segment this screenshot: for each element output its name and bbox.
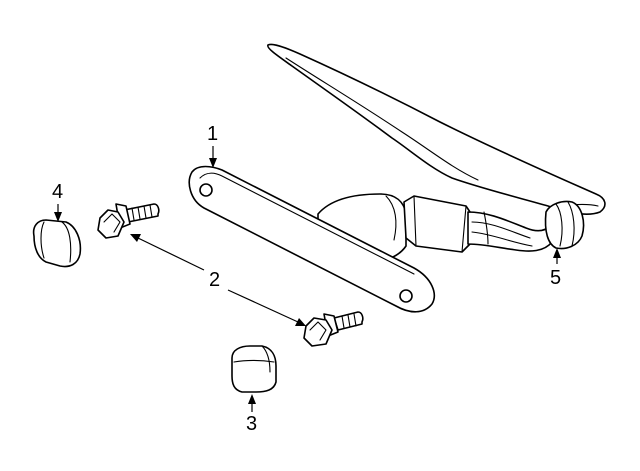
leader-4 [54, 204, 62, 222]
callout-4: 4 [52, 181, 63, 203]
cap-4 [32, 219, 82, 268]
leader-2-lower [227, 289, 306, 326]
leader-2-upper [130, 234, 205, 271]
leader-3 [248, 394, 256, 412]
callout-1: 1 [207, 123, 218, 145]
bolt-lower [303, 311, 364, 347]
bolt-upper [97, 203, 160, 239]
leader-1 [209, 146, 217, 168]
leader-5 [553, 248, 561, 264]
callout-2: 2 [209, 269, 220, 291]
cap-3 [231, 345, 277, 393]
callout-5: 5 [550, 267, 561, 289]
bracket [188, 165, 436, 313]
callout-3: 3 [246, 413, 257, 435]
